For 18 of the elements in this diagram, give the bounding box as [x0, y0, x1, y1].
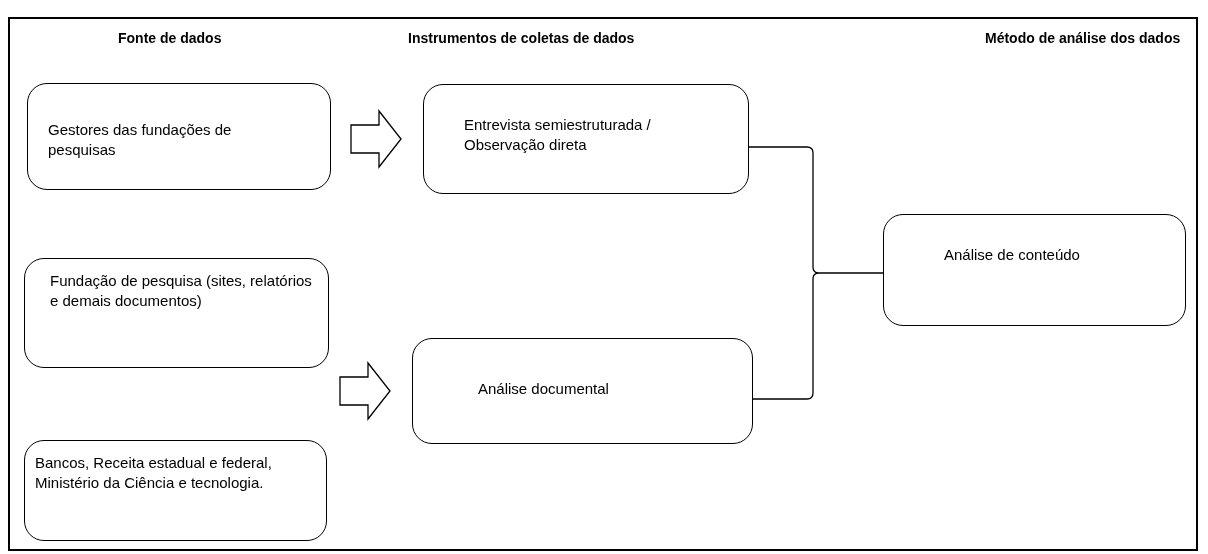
- column-heading: Instrumentos de coletas de dados: [408, 30, 635, 46]
- process-box: [27, 83, 331, 190]
- box-text: Bancos, Receita estadual e federal, Ministério da Ciência e tecnologia.: [35, 453, 273, 493]
- column-heading: Método de análise dos dados: [985, 30, 1181, 46]
- box-text: Análise documental: [478, 379, 610, 399]
- block-arrow: [350, 109, 402, 169]
- box-text: Análise de conteúdo: [944, 245, 1081, 265]
- process-box: [24, 258, 329, 368]
- box-text: Fundação de pesquisa (sites, relatórios e demais documentos): [50, 271, 313, 311]
- process-box: [24, 440, 327, 541]
- process-box: [883, 214, 1186, 326]
- block-arrow: [339, 361, 391, 421]
- process-box: [423, 84, 749, 194]
- box-text: Gestores das fundações de pesquisas: [48, 120, 233, 160]
- curly-brace-connector: [748, 146, 884, 400]
- column-heading: Fonte de dados: [118, 30, 222, 46]
- box-text: Entrevista semiestruturada / Observação direta: [464, 115, 652, 155]
- process-box: [412, 338, 753, 444]
